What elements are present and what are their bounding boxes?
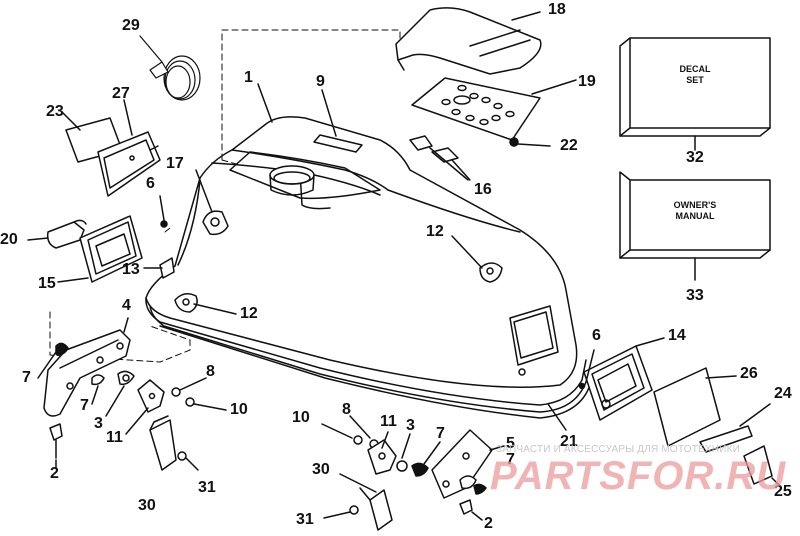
owners-manual-label: OWNER'S MANUAL	[660, 200, 730, 222]
part-19-plate	[411, 77, 541, 141]
part-29-cord	[139, 35, 201, 101]
callout-31-left: 31	[198, 479, 216, 496]
callout-13: 13	[122, 261, 140, 278]
watermark-brand: PARTSFOR.RU	[490, 454, 787, 498]
callout-29: 29	[122, 17, 140, 34]
part-24	[699, 403, 771, 453]
callout-25: 25	[774, 483, 792, 500]
callout-7-c: 7	[436, 425, 445, 442]
callout-5: 5	[506, 435, 515, 452]
left-bracket-assembly	[37, 317, 227, 471]
callout-24: 24	[774, 385, 792, 402]
callout-15: 15	[38, 275, 56, 292]
callout-10-right: 10	[292, 409, 310, 426]
callout-19: 19	[578, 73, 596, 90]
part-27-plate	[97, 99, 161, 197]
callout-6-left: 6	[146, 175, 155, 192]
part-14-rear-frame	[578, 337, 665, 421]
callout-20: 20	[0, 231, 18, 248]
callout-8-left: 8	[206, 363, 215, 380]
callout-23: 23	[46, 103, 64, 120]
callout-18: 18	[548, 1, 566, 18]
callout-11-left: 11	[106, 429, 123, 446]
callout-7-a: 7	[22, 369, 31, 386]
callout-6-right: 6	[592, 327, 601, 344]
callout-3-right: 3	[406, 417, 415, 434]
part-20-latch	[27, 219, 87, 249]
callout-31-right: 31	[296, 511, 314, 528]
callout-17: 17	[166, 155, 184, 172]
callout-11-right: 11	[380, 413, 397, 430]
callout-16: 16	[474, 181, 492, 198]
callout-2-left: 2	[50, 465, 59, 482]
owners-manual-line2: MANUAL	[675, 211, 715, 221]
part-18-cap	[395, 7, 542, 75]
callout-2-right: 2	[484, 515, 493, 532]
callout-14: 14	[668, 327, 686, 344]
decal-set-label: DECAL SET	[660, 64, 730, 86]
part-16-pads	[409, 135, 471, 181]
part-25	[743, 445, 781, 487]
callout-10-left: 10	[230, 401, 248, 418]
leader-lines	[143, 11, 577, 315]
callout-8-right: 8	[342, 401, 351, 418]
callout-33: 33	[686, 287, 704, 304]
callout-7-b: 7	[80, 397, 89, 414]
callout-30-left: 30	[138, 497, 156, 514]
right-bracket-assembly	[321, 403, 567, 531]
callout-21: 21	[560, 433, 578, 450]
callout-32: 32	[686, 149, 704, 166]
callout-1: 1	[244, 69, 253, 86]
callout-3-left: 3	[94, 415, 103, 432]
decal-set-box	[619, 37, 771, 151]
callout-12-upper: 12	[426, 223, 444, 240]
watermark-subtitle: ЗАПЧАСТИ И АКСЕССУАРЫ ДЛЯ МОТОТЕХНИКИ	[496, 444, 741, 455]
decal-set-line1: DECAL	[679, 64, 711, 74]
owners-manual-line1: OWNER'S	[673, 200, 717, 210]
callout-30-right: 30	[312, 461, 330, 478]
callout-22: 22	[560, 137, 578, 154]
callout-27: 27	[112, 85, 130, 102]
part-6-screw-left	[159, 195, 168, 228]
callout-7-d: 7	[506, 451, 515, 468]
decal-set-line2: SET	[686, 75, 704, 85]
part-26-decal	[653, 367, 737, 447]
callout-4: 4	[122, 297, 131, 314]
part-15-latch-frame	[57, 215, 143, 283]
owners-manual-box	[619, 171, 771, 281]
callout-12-lower: 12	[240, 305, 258, 322]
part-22-screw	[509, 137, 551, 147]
motor-cover	[145, 116, 591, 419]
callout-26: 26	[740, 365, 758, 382]
callout-9: 9	[316, 73, 325, 90]
